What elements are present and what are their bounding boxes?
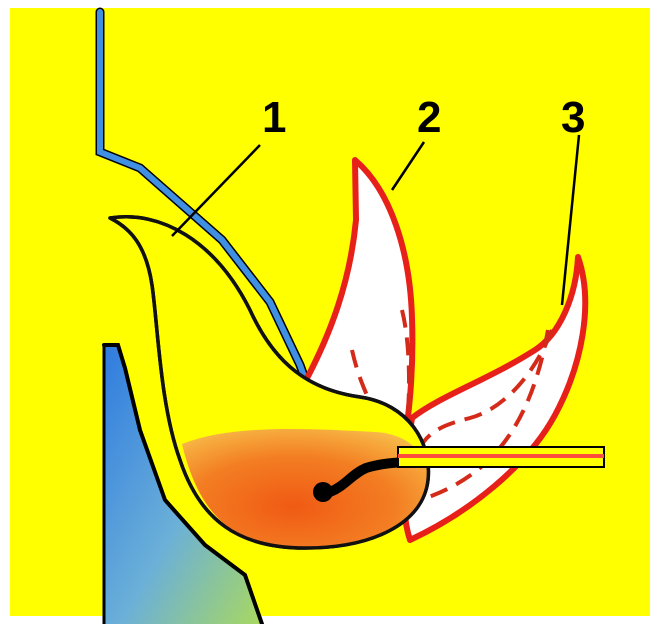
- rod-stripe: [398, 454, 604, 458]
- label-2: 2: [417, 93, 441, 142]
- wick-tip: [313, 482, 333, 502]
- label-1: 1: [262, 93, 286, 142]
- label-3: 3: [561, 93, 585, 142]
